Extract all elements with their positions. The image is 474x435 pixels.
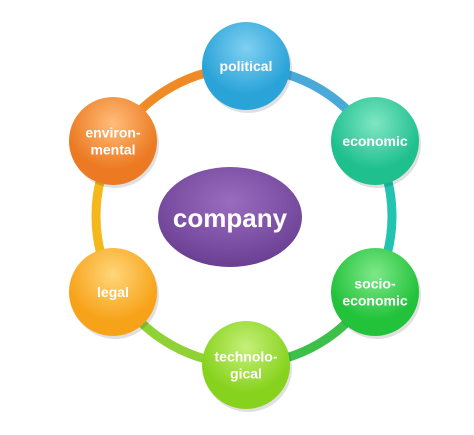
node-label: gical: [230, 366, 262, 382]
node-label: mental: [90, 142, 135, 158]
node-label: economic: [342, 133, 408, 149]
node-circle: [202, 321, 290, 409]
factor-nodes: politicaleconomicsocio-economictechnolo-…: [69, 22, 421, 412]
node-label: economic: [342, 293, 408, 309]
node-label: socio-: [354, 276, 396, 292]
node-circle: [69, 97, 157, 185]
node-circle: [331, 248, 419, 336]
center-ellipse: [158, 167, 302, 267]
node-circle: [69, 248, 157, 336]
node-legal: legal: [69, 248, 159, 339]
node-circle: [202, 22, 290, 110]
node-socio-economic: socio-economic: [331, 248, 421, 339]
node-label: environ-: [85, 125, 141, 141]
node-circle: [331, 97, 419, 185]
node-economic: economic: [331, 97, 421, 188]
node-political: political: [202, 22, 292, 113]
node-label: technolo-: [215, 349, 278, 365]
node-label: political: [220, 58, 273, 74]
node-label: legal: [97, 284, 129, 300]
node-technological: technolo-gical: [202, 321, 292, 412]
center-label: company: [173, 203, 288, 233]
node-environmental: environ-mental: [69, 97, 159, 188]
